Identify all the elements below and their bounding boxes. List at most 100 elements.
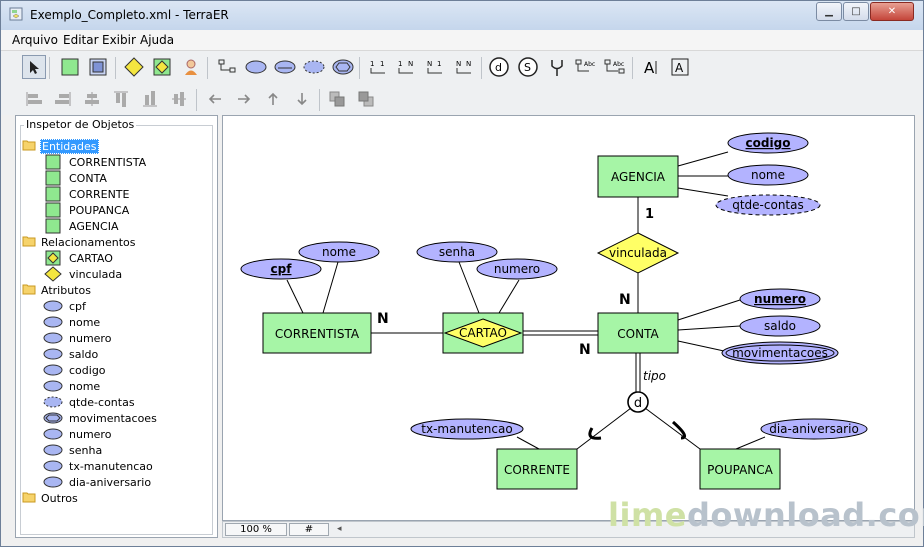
close-button[interactable]: ✕ (870, 2, 914, 21)
tree-group-relacionamentos[interactable]: Relacionamentos (22, 234, 137, 250)
attribute-cpf-label: cpf (271, 262, 293, 276)
tree-item[interactable]: CONTA (42, 170, 108, 186)
minimize-button[interactable]: ▁ (816, 2, 842, 21)
tree-group-atributos[interactable]: Atributos (22, 282, 92, 298)
tree-item[interactable]: POUPANCA (42, 202, 130, 218)
cardinality-conta-cartao: N (579, 342, 591, 358)
grid-toggle-button[interactable]: # (289, 523, 329, 536)
tree-item[interactable]: nome (42, 378, 101, 394)
tree-item[interactable]: numero (42, 426, 112, 442)
tree-item[interactable]: codigo (42, 362, 107, 378)
menu-exibir[interactable]: Exibir (102, 33, 136, 47)
tree-item-label: POUPANCA (69, 203, 130, 217)
entity-agencia[interactable]: AGENCIA (597, 155, 679, 198)
multivalued-attribute-tool-button[interactable] (331, 55, 355, 79)
specialization-disjoint[interactable]: d (627, 391, 649, 413)
attribute-saldo[interactable]: saldo (739, 315, 821, 337)
attribute-cpf[interactable]: cpf (240, 258, 322, 280)
select-tool-button[interactable] (22, 55, 46, 79)
send-back-button[interactable] (354, 87, 378, 111)
tree-item[interactable]: saldo (42, 346, 99, 362)
align-bottom-button[interactable] (138, 87, 162, 111)
user-tool-button[interactable] (179, 55, 203, 79)
bring-front-button[interactable] (325, 87, 349, 111)
overlap-tool-button[interactable]: S (516, 55, 540, 79)
relationship-cartao[interactable]: CARTAO (442, 312, 524, 354)
tree-item[interactable]: qtde-contas (42, 394, 136, 410)
tree-item[interactable]: vinculada (42, 266, 123, 282)
attribute-tool-button[interactable] (244, 55, 268, 79)
attribute-movimentacoes[interactable]: movimentacoes (721, 341, 839, 365)
relationship-vinculada[interactable]: vinculada (596, 232, 680, 274)
tree-group-outros[interactable]: Outros (22, 490, 79, 506)
tree-item[interactable]: tx-manutencao (42, 458, 154, 474)
derived-attribute-tool-button[interactable] (302, 55, 326, 79)
svg-text:1: 1 (398, 60, 402, 68)
tree-item[interactable]: nome (42, 314, 101, 330)
connector-label-button[interactable]: Abc (574, 55, 598, 79)
align-right-button[interactable] (51, 87, 75, 111)
union-tool-button[interactable] (545, 55, 569, 79)
er-diagram: AGENCIA CONTA CORRENTISTA CORRENTE POUPA… (240, 132, 868, 490)
entity-poupanca[interactable]: POUPANCA (699, 448, 781, 490)
tree-item[interactable]: numero (42, 330, 112, 346)
tree-item[interactable]: CORRENTE (42, 186, 130, 202)
key-attribute-tool-button[interactable] (273, 55, 297, 79)
specialization-symbol: d (634, 396, 642, 411)
tree-item[interactable]: AGENCIA (42, 218, 119, 234)
menu-arquivo[interactable]: Arquivo (12, 33, 58, 47)
attribute-qtde-contas[interactable]: qtde-contas (715, 194, 821, 216)
attribute-nome-agencia[interactable]: nome (727, 164, 809, 186)
relationship-tool-button[interactable] (122, 55, 146, 79)
connector-tool-button[interactable] (215, 55, 239, 79)
menu-ajuda[interactable]: Ajuda (140, 33, 175, 47)
align-toolbar (1, 83, 923, 115)
entity-correntista[interactable]: CORRENTISTA (262, 312, 372, 354)
attribute-dia-aniversario[interactable]: dia-aniversario (760, 418, 868, 440)
weak-entity-tool-button[interactable] (86, 55, 110, 79)
move-right-button[interactable] (232, 87, 256, 111)
entity-conta[interactable]: CONTA (597, 312, 679, 354)
tree-item[interactable]: movimentacoes (42, 410, 158, 426)
entity-corrente[interactable]: CORRENTE (496, 448, 578, 490)
tree-group-entidades[interactable]: Entidades (22, 138, 99, 154)
tree-item[interactable]: CARTAO (42, 250, 114, 266)
tree-item[interactable]: senha (42, 442, 103, 458)
align-left-button[interactable] (22, 87, 46, 111)
attribute-codigo[interactable]: codigo (727, 132, 809, 154)
attribute-nome-correntista[interactable]: nome (298, 241, 380, 263)
associative-entity-tool-button[interactable] (150, 55, 174, 79)
text-tool-button[interactable]: A (639, 55, 663, 79)
attribute-tx-manutencao[interactable]: tx-manutencao (410, 418, 524, 440)
move-left-button[interactable] (203, 87, 227, 111)
svg-text:N: N (466, 60, 471, 68)
bring-front-icon (329, 91, 345, 107)
attribute-numero-cartao[interactable]: numero (476, 258, 558, 280)
maximize-button[interactable]: □ (843, 2, 869, 21)
text-box-tool-button[interactable]: A (668, 55, 692, 79)
disjoint-tool-button[interactable]: d (487, 55, 511, 79)
move-down-button[interactable] (290, 87, 314, 111)
scroll-left-icon[interactable]: ◂ (337, 524, 342, 534)
align-top-button[interactable] (109, 87, 133, 111)
connector-label-alt-button[interactable]: Abc (603, 55, 627, 79)
zoom-level[interactable]: 100 % (225, 523, 287, 536)
entity-icon (42, 202, 64, 218)
align-center-v-button[interactable] (167, 87, 191, 111)
diagram-canvas[interactable]: AGENCIA CONTA CORRENTISTA CORRENTE POUPA… (222, 115, 915, 521)
attribute-numero-conta[interactable]: numero (739, 288, 821, 310)
align-center-h-button[interactable] (80, 87, 104, 111)
tree-item[interactable]: cpf (42, 298, 87, 314)
entity-tool-button[interactable] (58, 55, 82, 79)
tree-item[interactable]: dia-aniversario (42, 474, 152, 490)
menu-editar[interactable]: Editar (63, 33, 99, 47)
tree-item[interactable]: CORRENTISTA (42, 154, 147, 170)
move-up-button[interactable] (261, 87, 285, 111)
svg-text:1: 1 (370, 60, 374, 68)
attribute-senha[interactable]: senha (416, 241, 498, 263)
